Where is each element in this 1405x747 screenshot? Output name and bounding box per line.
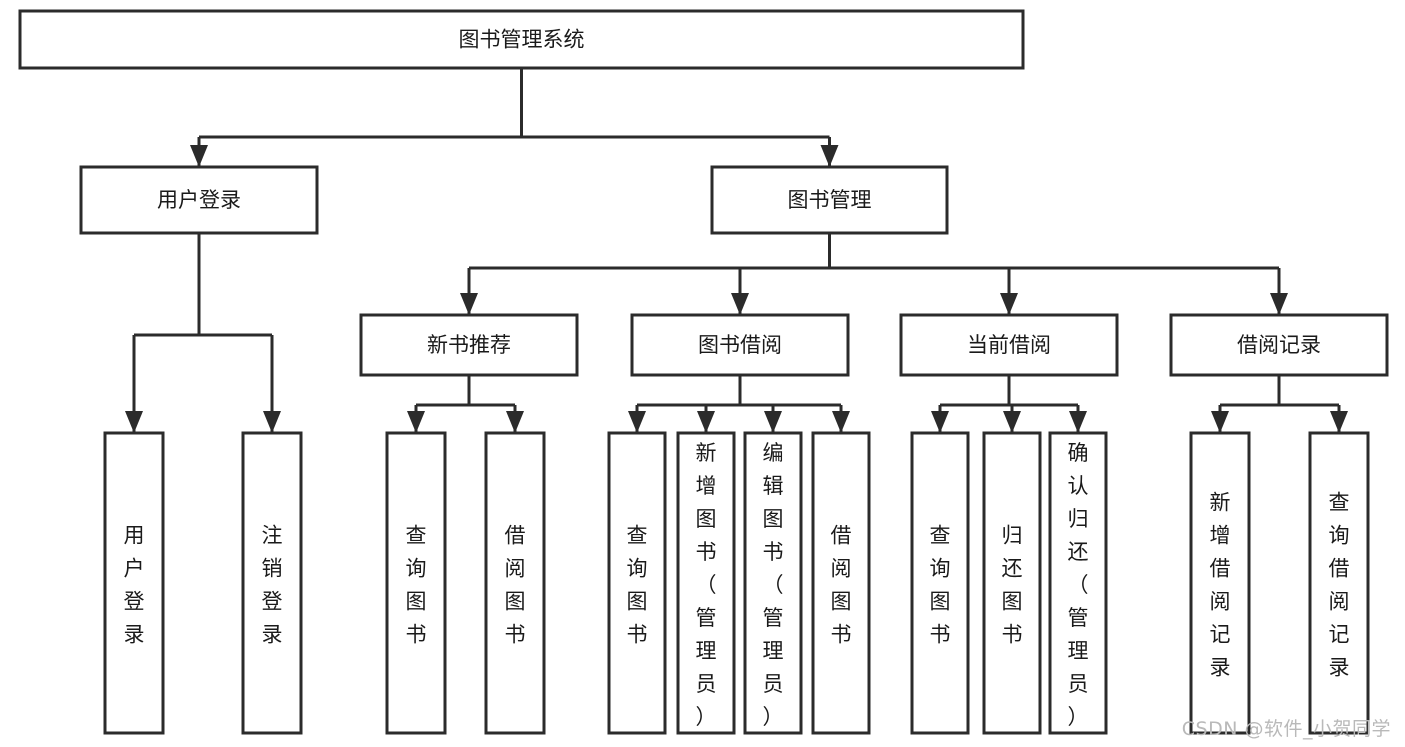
node-box <box>811 431 871 735</box>
node-label: 图书管理系统 <box>459 28 585 52</box>
node-leaf-confirm-return[interactable]: 确认归还（管理员） <box>1048 431 1108 735</box>
node-label: 编辑图书（管理员） <box>763 441 784 729</box>
node-label: 归还图书 <box>1002 524 1023 647</box>
node-label: 确认归还（管理员） <box>1068 441 1089 729</box>
node-leaf-query-book-3[interactable]: 查询图书 <box>910 431 970 735</box>
node-layer: 图书管理系统用户登录图书管理新书推荐图书借阅当前借阅借阅记录用户登录注销登录查询… <box>18 9 1389 735</box>
arrow-head-icon <box>931 411 949 433</box>
node-leaf-add-book[interactable]: 新增图书（管理员） <box>676 431 736 735</box>
node-current-borrow[interactable]: 当前借阅 <box>899 313 1119 377</box>
arrow-head-icon <box>125 411 143 433</box>
arrow-head-icon <box>1000 293 1018 315</box>
node-label: 用户登录 <box>157 188 241 212</box>
connector-layer <box>125 68 1348 433</box>
node-label: 查询图书 <box>627 524 648 647</box>
node-new-book-rec[interactable]: 新书推荐 <box>359 313 579 377</box>
node-label: 图书管理 <box>788 188 872 212</box>
node-leaf-query-book-2[interactable]: 查询图书 <box>607 431 667 735</box>
node-box <box>1048 431 1108 735</box>
node-label: 当前借阅 <box>967 333 1051 357</box>
node-leaf-query-book-1[interactable]: 查询图书 <box>385 431 447 735</box>
node-box <box>910 431 970 735</box>
node-label: 新书推荐 <box>427 333 511 357</box>
node-box <box>899 313 1119 377</box>
node-box <box>241 431 303 735</box>
node-leaf-query-record[interactable]: 查询借阅记录 <box>1308 431 1370 735</box>
node-box <box>484 431 546 735</box>
arrow-head-icon <box>1270 293 1288 315</box>
node-box <box>359 313 579 377</box>
node-root[interactable]: 图书管理系统 <box>18 9 1025 70</box>
node-box <box>18 9 1025 70</box>
node-leaf-return-book[interactable]: 归还图书 <box>982 431 1042 735</box>
node-label: 图书借阅 <box>698 333 782 357</box>
arrow-head-icon <box>263 411 281 433</box>
arrow-head-icon <box>628 411 646 433</box>
arrow-head-icon <box>1003 411 1021 433</box>
node-box <box>385 431 447 735</box>
arrow-head-icon <box>820 145 839 167</box>
node-box <box>1308 431 1370 735</box>
node-box <box>743 431 803 735</box>
node-borrow-record[interactable]: 借阅记录 <box>1169 313 1389 377</box>
node-box <box>1169 313 1389 377</box>
node-box <box>676 431 736 735</box>
node-leaf-edit-book[interactable]: 编辑图书（管理员） <box>743 431 803 735</box>
node-leaf-add-record[interactable]: 新增借阅记录 <box>1189 431 1251 735</box>
node-book-manage[interactable]: 图书管理 <box>710 165 949 235</box>
arrow-head-icon <box>764 411 782 433</box>
arrow-head-icon <box>1330 411 1348 433</box>
node-box <box>710 165 949 235</box>
arrow-head-icon <box>1069 411 1087 433</box>
arrow-head-icon <box>731 293 749 315</box>
node-box <box>79 165 319 235</box>
arrow-head-icon <box>506 411 524 433</box>
node-label: 借阅记录 <box>1237 333 1321 357</box>
node-box <box>103 431 165 735</box>
node-label: 查询图书 <box>930 524 951 647</box>
node-label: 查询图书 <box>406 524 427 647</box>
node-leaf-user-login[interactable]: 用户登录 <box>103 431 165 735</box>
arrow-head-icon <box>832 411 850 433</box>
node-label: 用户登录 <box>124 524 145 647</box>
node-box <box>1189 431 1251 735</box>
arrow-head-icon <box>697 411 715 433</box>
arrow-head-icon <box>1211 411 1229 433</box>
arrow-head-icon <box>407 411 425 433</box>
arrow-head-icon <box>190 145 208 167</box>
arrow-head-icon <box>460 293 478 315</box>
node-label: 借阅图书 <box>505 524 526 647</box>
node-leaf-borrow-book-1[interactable]: 借阅图书 <box>484 431 546 735</box>
node-box <box>607 431 667 735</box>
node-label: 注销登录 <box>262 524 283 647</box>
node-box <box>982 431 1042 735</box>
node-label: 借阅图书 <box>831 524 852 647</box>
node-label: 新增借阅记录 <box>1210 491 1231 680</box>
node-book-borrow[interactable]: 图书借阅 <box>630 313 850 377</box>
node-user-login[interactable]: 用户登录 <box>79 165 319 235</box>
node-label: 新增图书（管理员） <box>696 441 717 729</box>
node-leaf-logout[interactable]: 注销登录 <box>241 431 303 735</box>
node-leaf-borrow-book-2[interactable]: 借阅图书 <box>811 431 871 735</box>
node-box <box>630 313 850 377</box>
node-label: 查询借阅记录 <box>1329 491 1350 680</box>
